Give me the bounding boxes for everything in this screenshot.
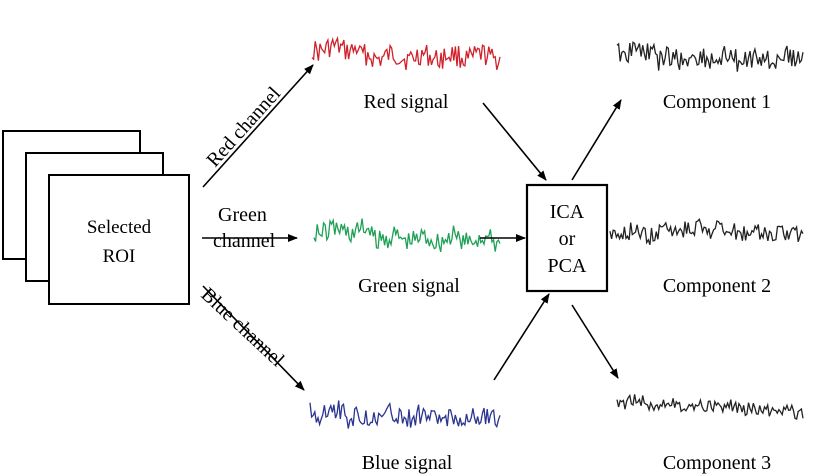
blue-signal-label: Blue signal: [362, 452, 453, 474]
blue-channel-arrow: [202, 285, 305, 391]
green-channel-label-line1: Green: [218, 204, 267, 226]
roi-label-line1: Selected: [87, 217, 152, 238]
roi-frame-front: [48, 174, 190, 305]
blue-channel-label: Blue channel: [197, 284, 289, 372]
red-channel-arrow: [202, 64, 314, 188]
red-to-method-arrow: [482, 102, 547, 181]
red-signal-waveform: [311, 35, 501, 70]
red-signal-label: Red signal: [364, 91, 449, 113]
method-label-ica: ICA: [550, 201, 585, 223]
component2-waveform: [609, 218, 804, 245]
component3-label: Component 3: [663, 452, 771, 474]
roi-frame-stack: Selected ROI: [2, 130, 190, 305]
method-box-frame: [525, 183, 609, 293]
blue-to-method-arrow: [493, 293, 550, 381]
roi-label-line2: ROI: [103, 246, 136, 267]
component3-waveform: [616, 393, 804, 421]
component1-waveform: [616, 41, 804, 72]
component2-label: Component 2: [663, 275, 771, 297]
method-to-component3-arrow: [571, 304, 619, 379]
method-label-pca: PCA: [548, 255, 587, 277]
green-channel-label-line2: channel: [213, 230, 276, 252]
blue-signal-waveform: [309, 400, 501, 429]
green-signal-waveform: [313, 217, 501, 253]
method-box: ICA or PCA: [525, 183, 609, 293]
red-channel-label: Red channel: [202, 82, 285, 171]
method-to-component1-arrow: [571, 99, 622, 181]
method-label-or: or: [559, 228, 576, 250]
green-signal-label: Green signal: [358, 275, 460, 297]
component1-label: Component 1: [663, 91, 771, 113]
